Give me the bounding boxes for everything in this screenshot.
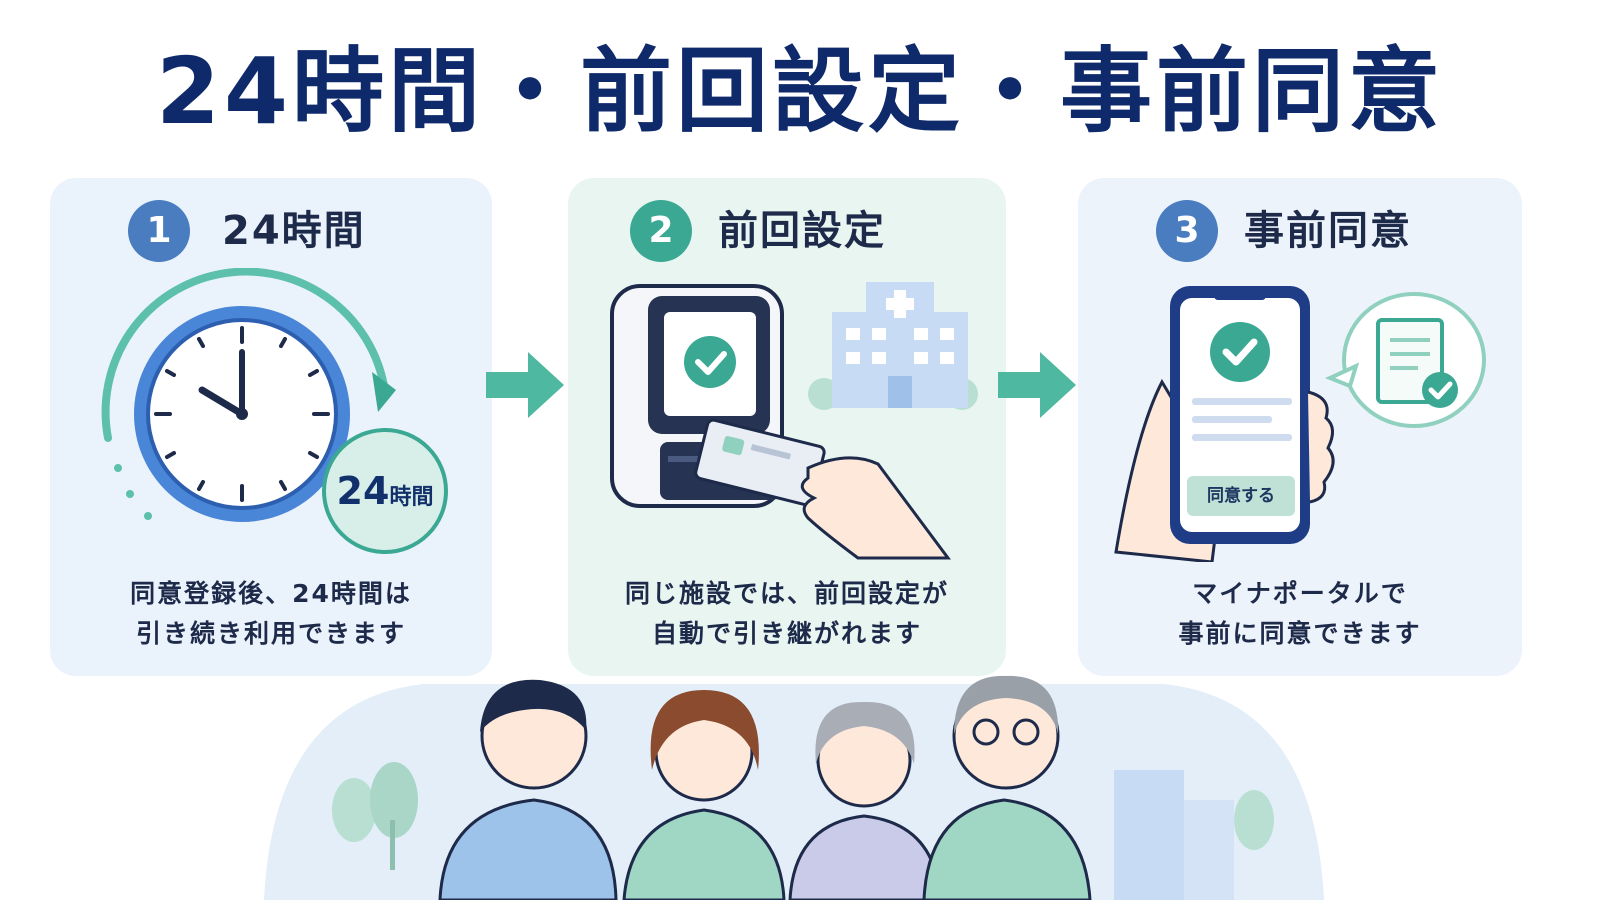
desc-line: 自動で引き継がれます (651, 619, 922, 648)
desc-line: 事前に同意できます (1178, 619, 1422, 648)
building-icon (1114, 770, 1234, 900)
step-desc-24h: 同意登録後、24時間は 引き続き利用できます (50, 574, 492, 654)
hospital-icon (808, 282, 978, 410)
arrow-right-icon (998, 352, 1076, 418)
desc-line: 同意登録後、24時間は (130, 579, 412, 608)
step-desc-previous-settings: 同じ施設では、前回設定が 自動で引き継がれます (568, 574, 1006, 654)
step-number-2: 2 (630, 200, 692, 262)
badge-number: 24 (336, 469, 390, 513)
step-number-1: 1 (128, 200, 190, 262)
document-check-icon (1324, 292, 1486, 428)
badge-unit: 時間 (389, 485, 434, 510)
24-hour-badge: 24時間 (322, 428, 448, 554)
step-desc-prior-consent: マイナポータルで 事前に同意できます (1078, 574, 1522, 654)
page-title: 24時間・前回設定・事前同意 (155, 38, 1445, 145)
step-title-24h: 24時間 (222, 208, 366, 254)
step-title-previous-settings: 前回設定 (718, 208, 886, 254)
clock-icon (101, 268, 396, 522)
step-number-3: 3 (1156, 200, 1218, 262)
step-panel-24h: 1 24時間 同意登録後、24時間は 引き続き利用できます (50, 178, 492, 676)
step-title-prior-consent: 事前同意 (1244, 208, 1412, 254)
people-illustration (264, 675, 1324, 900)
desc-line: 引き続き利用できます (135, 619, 406, 648)
arrow-right-icon (486, 352, 564, 418)
card-reader-icon (610, 284, 951, 560)
tree-icon (332, 762, 418, 870)
desc-line: 同じ施設では、前回設定が (624, 579, 949, 608)
desc-line: マイナポータルで (1192, 579, 1408, 608)
consent-button[interactable]: 同意する (1187, 476, 1295, 516)
